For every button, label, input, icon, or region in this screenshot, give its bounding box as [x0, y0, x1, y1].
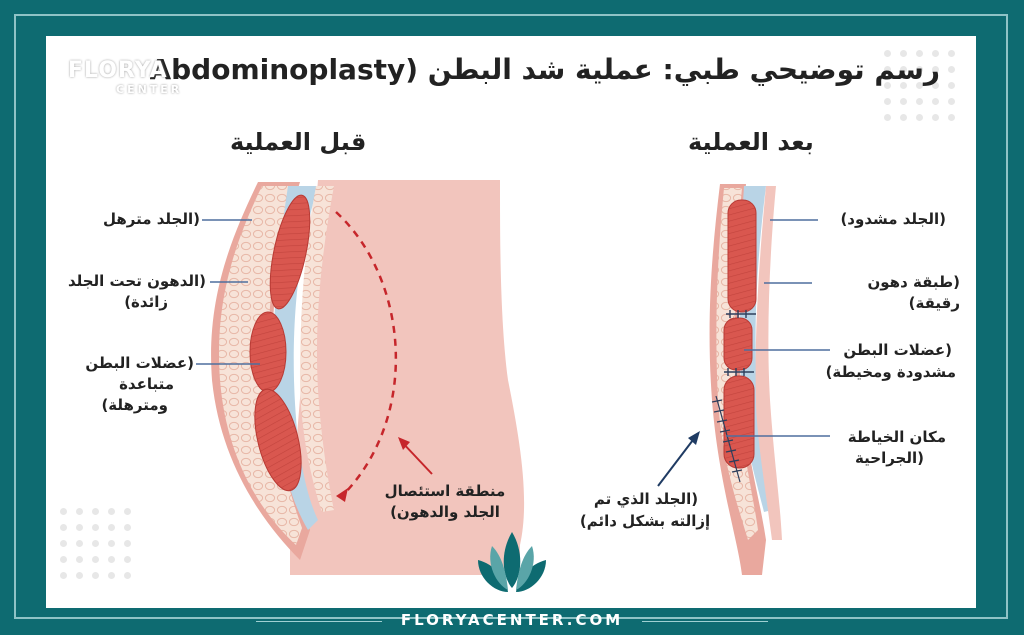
decorative-dot — [916, 114, 923, 121]
decorative-dot — [60, 572, 67, 579]
decorative-dot — [916, 98, 923, 105]
brand-logo-name: FLORYA — [68, 58, 168, 83]
decorative-dot — [92, 572, 99, 579]
decorative-dot — [60, 556, 67, 563]
outer-frame — [14, 14, 1008, 619]
decorative-dot — [124, 540, 131, 547]
decorative-dot — [948, 114, 955, 121]
decorative-dot — [124, 508, 131, 515]
decorative-dot — [92, 508, 99, 515]
after-removed-label-line1: (الجلد الذي تم — [593, 490, 699, 508]
decorative-dot — [124, 524, 131, 531]
after-muscle-sutures — [724, 310, 756, 376]
decorative-dot — [92, 540, 99, 547]
decorative-dot — [932, 98, 939, 105]
before-excision-curve — [335, 211, 398, 499]
decorative-dot — [108, 524, 115, 531]
decorative-dot — [60, 524, 67, 531]
before-excision-label-line1: منطقة استئصال — [384, 482, 506, 500]
after-muscle-middle — [723, 317, 753, 371]
decorative-dot — [884, 98, 891, 105]
decorative-dot — [76, 540, 83, 547]
decorative-dot — [900, 66, 907, 73]
decorative-dot — [948, 50, 955, 57]
before-muscle-upper — [269, 194, 311, 310]
before-muscle-label-line3: ومترهلة) — [101, 396, 168, 414]
after-muscle-upper — [727, 199, 757, 313]
before-muscle-label-line2: متباعدة — [119, 375, 174, 393]
decorative-dot — [884, 114, 891, 121]
decorative-dot — [884, 66, 891, 73]
decorative-dot — [900, 98, 907, 105]
after-heading: بعد العملية — [688, 128, 814, 156]
before-skin-label: (الجلد مترهل — [103, 210, 200, 228]
before-excision-pointer-head — [398, 437, 410, 450]
decorative-dot — [900, 50, 907, 57]
decorative-dot — [76, 572, 83, 579]
before-muscle-middle — [249, 311, 287, 393]
decorative-dot — [900, 82, 907, 89]
after-fat-label: (طبقة دهون رقيقة) — [867, 273, 960, 312]
after-muscle-label-line2: مشدودة ومخيطة) — [825, 363, 956, 381]
lotus-logo — [478, 532, 546, 592]
decorative-dot — [92, 556, 99, 563]
decorative-dot — [60, 540, 67, 547]
footer-website-link[interactable]: FLORYACENTER.COM — [400, 611, 624, 629]
decorative-dot — [932, 66, 939, 73]
decorative-dot — [948, 98, 955, 105]
footer-line-left — [256, 621, 382, 622]
after-muscle-label-line1: (عضلات البطن — [843, 341, 952, 359]
decorative-dot — [76, 508, 83, 515]
decorative-dot — [932, 114, 939, 121]
decorative-dot — [76, 524, 83, 531]
decorative-dot — [124, 556, 131, 563]
brand-logo-watermark: FLORYA CENTER — [68, 58, 188, 98]
decorative-dot — [900, 114, 907, 121]
before-inner-fat — [300, 186, 334, 512]
decorative-dot — [92, 524, 99, 531]
decorative-dot — [916, 82, 923, 89]
after-removed-pointer-head — [688, 431, 700, 445]
before-fat-label-line2: زائدة) — [124, 293, 168, 311]
decorative-dot — [932, 82, 939, 89]
after-suture-label-line2: (الجراحية — [855, 449, 924, 467]
before-muscle-lower — [254, 388, 302, 492]
decorative-dot — [948, 82, 955, 89]
before-abdomen-silhouette — [290, 180, 525, 575]
decorative-dot — [108, 540, 115, 547]
brand-logo-sub: CENTER — [116, 83, 183, 96]
decorative-dot — [124, 572, 131, 579]
before-excision-label-line2: الجلد والدهون) — [390, 503, 500, 521]
after-skin-label: (الجلد مشدود) — [840, 210, 946, 228]
before-muscle-label-line1: (عضلات البطن — [85, 354, 194, 372]
after-muscle-lower — [723, 375, 755, 469]
footer-line-right — [642, 621, 768, 622]
decorative-dot — [916, 66, 923, 73]
after-suture-label-line1: مكان الخياطة — [847, 428, 946, 446]
before-excision-arrowhead — [336, 488, 348, 502]
decorative-dot — [932, 50, 939, 57]
decorative-dot — [108, 508, 115, 515]
decorative-dot — [60, 508, 67, 515]
decorative-dot — [884, 50, 891, 57]
decorative-dot — [108, 556, 115, 563]
after-removed-pointer — [657, 435, 697, 487]
before-heading: قبل العملية — [230, 128, 367, 156]
before-fat-label-line1: (الدهون تحت الجلد — [67, 272, 206, 290]
after-inner-layer — [755, 186, 782, 540]
decorative-dot — [916, 50, 923, 57]
decorative-dot — [76, 556, 83, 563]
decorative-dot — [948, 66, 955, 73]
after-skin-suture-line — [711, 395, 743, 483]
decorative-dot — [884, 82, 891, 89]
decorative-dot — [108, 572, 115, 579]
after-removed-label-line2: إزالته بشكل دائم) — [579, 512, 711, 530]
page-title: رسم توضيحي طبي: عملية شد البطن (Abdomino… — [150, 53, 940, 86]
